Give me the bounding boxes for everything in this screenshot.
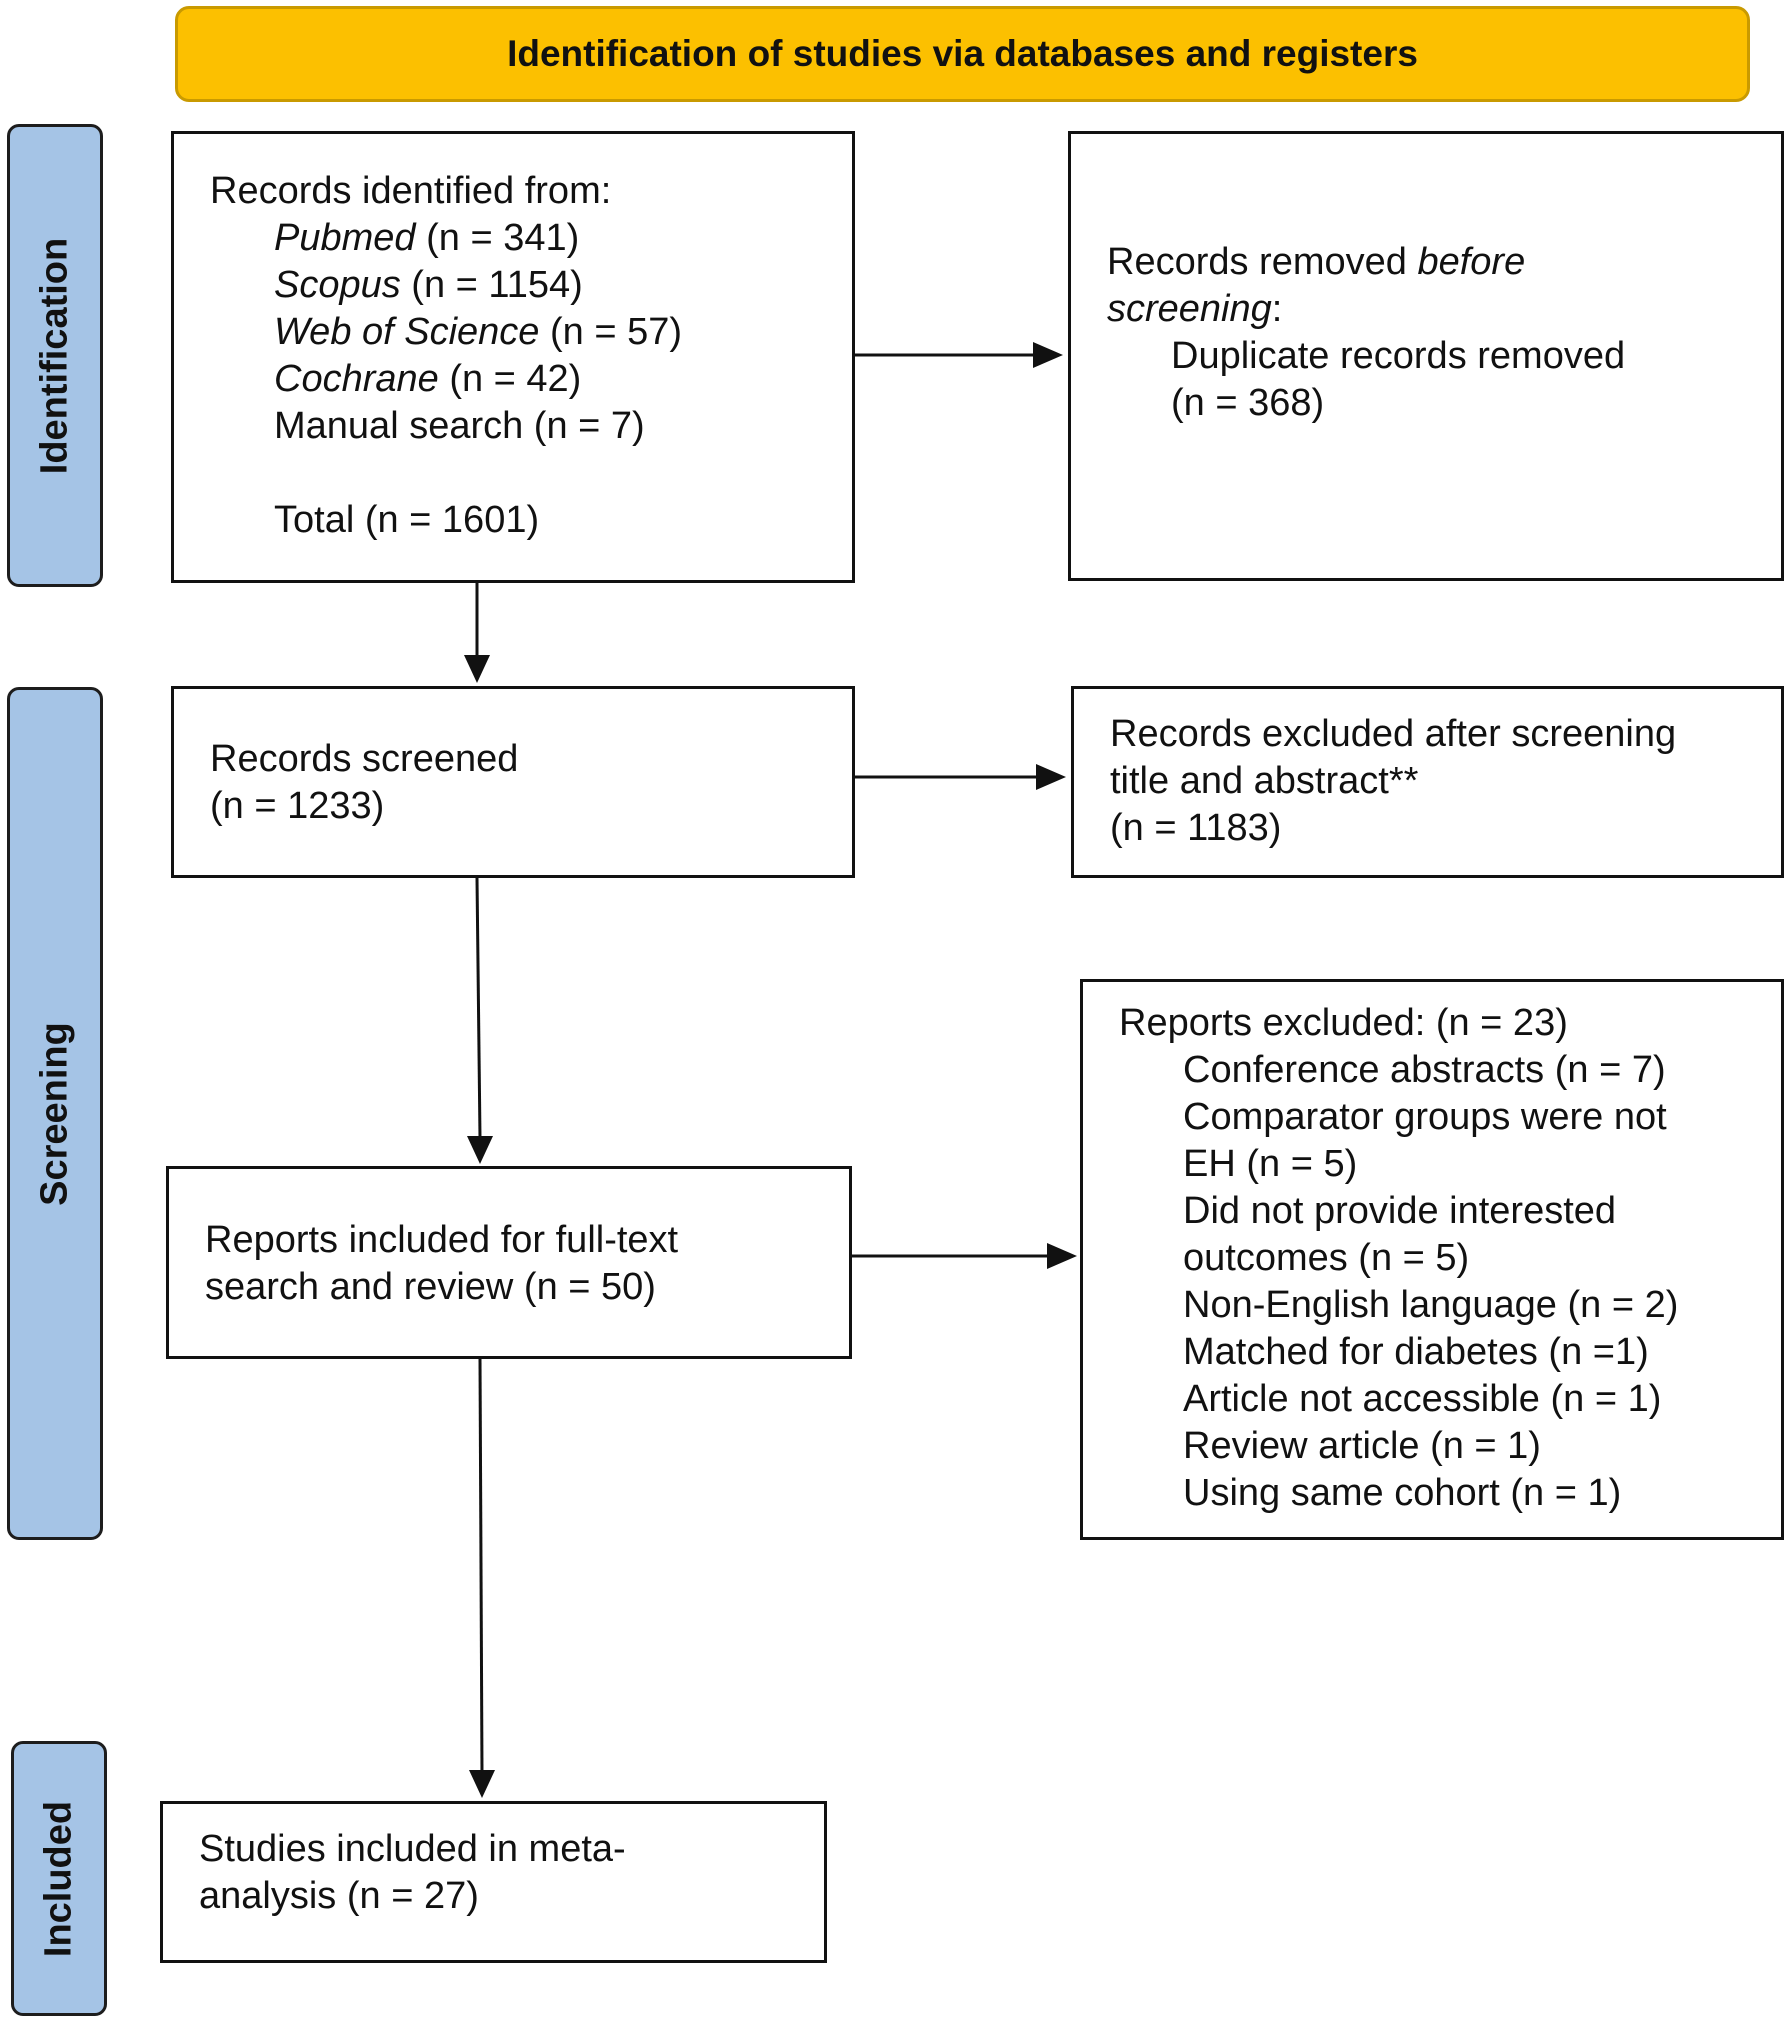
records-identified-text: Records identified from: Pubmed (n = 341… xyxy=(210,168,682,544)
records-total: Total (n = 1601) xyxy=(274,499,540,541)
exclusion-reason: Article not accessible (n = 1) xyxy=(1183,1378,1662,1420)
phase-screening: Screening xyxy=(7,687,103,1540)
source-scopus: Scopus (n = 1154) xyxy=(274,264,583,306)
fulltext-review-line1: Reports included for full-text xyxy=(205,1219,679,1261)
studies-included-line2: analysis (n = 27) xyxy=(199,1875,479,1917)
fulltext-review-line2: search and review (n = 50) xyxy=(205,1266,656,1308)
records-screened-text: Records screened (n = 1233) xyxy=(210,736,518,830)
records-removed-line1: Records removed before xyxy=(1107,241,1526,283)
reports-excluded-text: Reports excluded: (n = 23) Conference ab… xyxy=(1119,1000,1678,1517)
arrowhead-right xyxy=(1036,764,1066,790)
records-screened-box: Records screened (n = 1233) xyxy=(171,686,855,878)
exclusion-reason: Matched for diabetes (n =1) xyxy=(1183,1331,1649,1373)
arrow-screened-to-fulltext xyxy=(475,877,482,1139)
phase-included: Included xyxy=(11,1741,107,2016)
arrowhead-down xyxy=(469,1770,495,1798)
reports-excluded-box: Reports excluded: (n = 23) Conference ab… xyxy=(1080,979,1784,1540)
exclusion-reason: Using same cohort (n = 1) xyxy=(1183,1472,1622,1514)
records-identified-heading: Records identified from: xyxy=(210,170,612,212)
source-manual-search: Manual search (n = 7) xyxy=(274,405,645,447)
records-excluded-box: Records excluded after screening title a… xyxy=(1071,686,1784,878)
records-screened-count: (n = 1233) xyxy=(210,785,385,827)
exclusion-reason: Review article (n = 1) xyxy=(1183,1425,1541,1467)
fulltext-review-text: Reports included for full-text search an… xyxy=(205,1217,678,1311)
records-screened-label: Records screened xyxy=(210,738,519,780)
records-removed-line2: screening: xyxy=(1107,288,1283,330)
studies-included-text: Studies included in meta- analysis (n = … xyxy=(199,1826,626,1920)
arrow-fulltext-to-included xyxy=(478,1358,484,1774)
source-pubmed: Pubmed (n = 341) xyxy=(274,217,580,259)
records-identified-box: Records identified from: Pubmed (n = 341… xyxy=(171,131,855,583)
fulltext-review-box: Reports included for full-text search an… xyxy=(166,1166,852,1359)
exclusion-reason: Comparator groups were not xyxy=(1183,1096,1667,1138)
reports-excluded-heading: Reports excluded: (n = 23) xyxy=(1119,1002,1568,1044)
records-removed-box: Records removed before screening: Duplic… xyxy=(1068,131,1784,581)
exclusion-reason: outcomes (n = 5) xyxy=(1183,1237,1470,1279)
arrowhead-down xyxy=(464,655,490,683)
arrowhead-right xyxy=(1033,342,1063,368)
duplicates-removed-count: (n = 368) xyxy=(1171,382,1325,424)
arrowhead-down xyxy=(467,1136,493,1164)
records-excluded-count: (n = 1183) xyxy=(1110,807,1282,849)
exclusion-reason: Did not provide interested xyxy=(1183,1190,1617,1232)
phase-identification: Identification xyxy=(7,124,103,587)
header-title: Identification of studies via databases … xyxy=(507,33,1418,74)
identification-header: Identification of studies via databases … xyxy=(175,6,1750,102)
records-excluded-line2: title and abstract** xyxy=(1110,760,1419,802)
studies-included-box: Studies included in meta- analysis (n = … xyxy=(160,1801,827,1963)
records-removed-text: Records removed before screening: Duplic… xyxy=(1107,239,1625,427)
exclusion-reason: EH (n = 5) xyxy=(1183,1143,1358,1185)
records-excluded-line1: Records excluded after screening xyxy=(1110,713,1677,755)
arrowhead-right xyxy=(1047,1243,1077,1269)
studies-included-line1: Studies included in meta- xyxy=(199,1828,626,1870)
source-cochrane: Cochrane (n = 42) xyxy=(274,358,582,400)
exclusion-reason: Non-English language (n = 2) xyxy=(1183,1284,1679,1326)
records-excluded-text: Records excluded after screening title a… xyxy=(1110,711,1676,852)
duplicates-removed-label: Duplicate records removed xyxy=(1171,335,1626,377)
exclusion-reason: Conference abstracts (n = 7) xyxy=(1183,1049,1666,1091)
source-web-of-science: Web of Science (n = 57) xyxy=(274,311,683,353)
